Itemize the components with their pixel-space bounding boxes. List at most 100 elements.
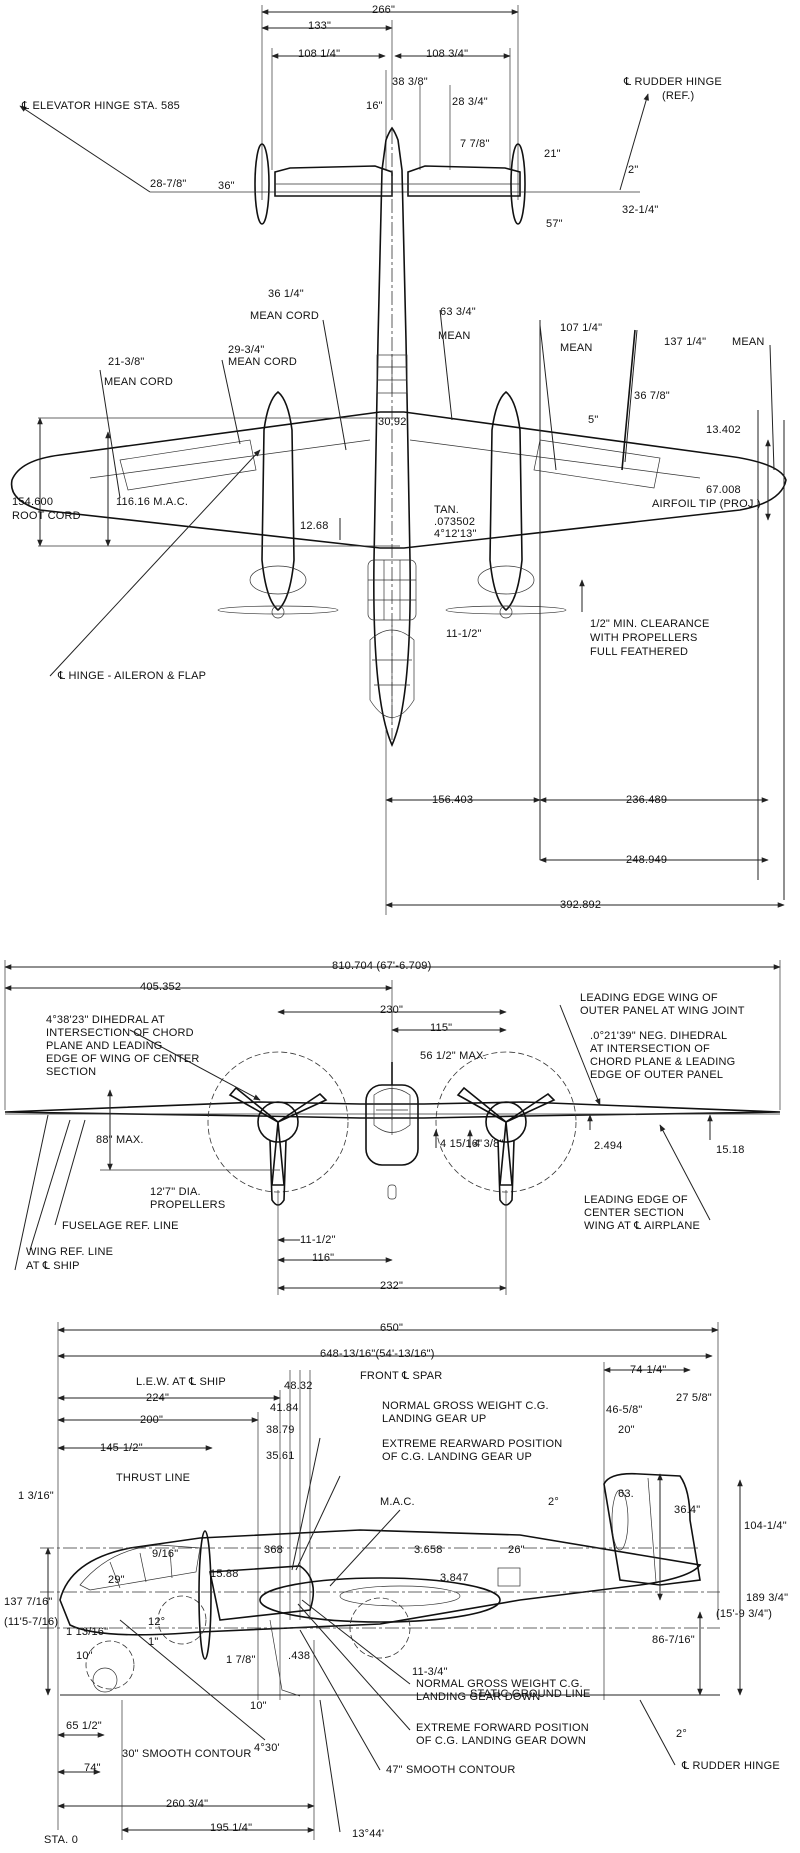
dim-74: 74" [84, 1762, 101, 1774]
note-dihedral-3: PLANE AND LEADING [46, 1040, 163, 1052]
dim-4-3-8: 4 3/8" [474, 1138, 504, 1150]
note-rearward-cg-1: EXTREME REARWARD POSITION [382, 1438, 563, 1450]
note-leading-edge-outer-1: LEADING EDGE WING OF [580, 992, 718, 1004]
dim-230: 230" [380, 1004, 404, 1016]
note-mean-137: MEAN [732, 336, 765, 348]
dim-10-gear: 10" [250, 1700, 267, 1712]
tan-value: .073502 [434, 516, 476, 528]
note-ngw-cg-down-1: NORMAL GROSS WEIGHT C.G. [416, 1678, 583, 1690]
note-ngw-cg-up-1: NORMAL GROSS WEIGHT C.G. [382, 1400, 549, 1412]
dim-16: 16" [366, 100, 383, 112]
dim-392-892: 392.892 [560, 899, 602, 911]
dim-15-9-3-4: (15'-9 3/4") [716, 1608, 773, 1620]
dim-88-max: 88" MAX. [96, 1134, 144, 1146]
dim-15-18: 15.18 [716, 1144, 745, 1156]
dim-63-3-4: 63 3/4" [440, 306, 476, 318]
note-front-spar: FRONT ℄ SPAR [360, 1370, 443, 1382]
note-root-cord: ROOT CORD [12, 510, 81, 522]
dim-13-402: 13.402 [706, 424, 741, 436]
dim-41-84: 41.84 [270, 1402, 299, 1414]
dim-74-1-4: 74-1/4" [630, 1364, 667, 1376]
dim-156-403: 156.403 [432, 794, 474, 806]
dim-236-489: 236.489 [626, 794, 668, 806]
note-prop-dia-1: 12'7" DIA. [150, 1186, 201, 1198]
note-neg-dihedral-1: .0°21'39" NEG. DIHEDRAL [590, 1030, 728, 1042]
note-rearward-cg-2: OF C.G. LANDING GEAR UP [382, 1451, 533, 1463]
dim-137-7-16: 137 7/16" [4, 1596, 53, 1608]
note-forward-cg-1: EXTREME FORWARD POSITION [416, 1722, 589, 1734]
dim-26: 26" [508, 1544, 525, 1556]
note-mean-cord-29: MEAN CORD [228, 356, 298, 368]
note-dihedral-5: SECTION [46, 1066, 97, 1078]
dim-1-3-16: 1 3/16" [18, 1490, 54, 1502]
dim-116: 116" [312, 1252, 335, 1264]
dim-648: 648-13/16"(54'-13/16") [320, 1348, 435, 1360]
note-airfoil-tip: AIRFOIL TIP (PROJ.) [652, 498, 761, 510]
dim-46-5-8: 46-5/8" [606, 1404, 643, 1416]
dim-28-3-4: 28 3/4" [452, 96, 488, 108]
dim-405-352: 405.352 [140, 981, 182, 993]
note-prop-dia-2: PROPELLERS [150, 1199, 226, 1211]
dim-133: 133" [308, 20, 332, 32]
note-wing-ref-line-1: WING REF. LINE [26, 1246, 114, 1258]
note-static-ground-line: STATIC GROUND LINE [470, 1688, 591, 1700]
note-ngw-cg-down-2: LANDING GEAR DOWN [416, 1691, 541, 1703]
dim-span-266: 266" [372, 4, 396, 16]
dim-86-7-16: 86-7/16" [652, 1634, 695, 1646]
note-clearance-2: WITH PROPELLERS [590, 632, 698, 644]
note-hinge-aileron-flap: ℄ HINGE - AILERON & FLAP [58, 670, 207, 682]
dim-1-13-16: 1 13/16" [66, 1626, 109, 1638]
dim-36-4: 36.4" [674, 1504, 701, 1516]
note-sta-0: STA. 0 [44, 1834, 79, 1846]
dim-1-inch: 1" [148, 1636, 159, 1648]
dim-1-7-8: 1 7/8" [226, 1654, 256, 1666]
dim-195-1-4: 195 1/4" [210, 1822, 253, 1834]
note-center-section-2: CENTER SECTION [584, 1207, 684, 1219]
note-47-smooth-contour: 47" SMOOTH CONTOUR [386, 1764, 516, 1776]
dim-38-3-8: 38 3/8" [392, 76, 428, 88]
dim-65-1-2: 65 1/2" [66, 1720, 102, 1732]
note-center-section-3: WING AT ℄ AIRPLANE [584, 1220, 701, 1232]
dim-9-16: 9/16" [152, 1548, 179, 1560]
note-neg-dihedral-4: EDGE OF OUTER PANEL [590, 1069, 724, 1081]
note-wing-ref-line-2: AT ℄ SHIP [26, 1260, 80, 1272]
dim-11-1-2: 11-1/2" [446, 628, 482, 640]
dim-224: 224" [146, 1392, 170, 1404]
dim-20: 20" [618, 1424, 635, 1436]
dim-12-68: 12.68 [300, 520, 329, 532]
note-center-section-1: LEADING EDGE OF [584, 1194, 688, 1206]
dim-57: 57" [546, 218, 563, 230]
dim-36-1-4: 36 1/4" [268, 288, 304, 300]
note-mean-63: MEAN [438, 330, 471, 342]
dim-200: 200" [140, 1414, 164, 1426]
dim-67-008: 67.008 [706, 484, 741, 496]
note-dihedral-4: EDGE OF WING OF CENTER [46, 1053, 200, 1065]
note-clearance-1: 1/2" MIN. CLEARANCE [590, 618, 710, 630]
dim-189-3-4: 189 3/4" [746, 1592, 789, 1604]
dim-154-600: 154.600 [12, 496, 54, 508]
note-thrust-line: THRUST LINE [116, 1472, 191, 1484]
dim-21: 21" [544, 148, 561, 160]
dim-4-15-16: 4 15/16" [440, 1138, 483, 1150]
note-lew-ship: L.E.W. AT ℄ SHIP [136, 1376, 226, 1388]
note-mac: M.A.C. [380, 1496, 415, 1508]
front-view [4, 960, 781, 1295]
dim-650: 650" [380, 1322, 404, 1334]
dim-438: .438 [288, 1650, 311, 1662]
tan-label: TAN. [434, 504, 460, 516]
note-ngw-cg-up-2: LANDING GEAR UP [382, 1413, 487, 1425]
dim-116-16-mac: 116.16 M.A.C. [116, 496, 189, 508]
dim-27-5-8: 27 5/8" [676, 1392, 712, 1404]
dim-13-44: 13°44' [352, 1828, 385, 1840]
note-neg-dihedral-2: AT INTERSECTION OF [590, 1043, 710, 1055]
note-30-smooth-contour: 30" SMOOTH CONTOUR [122, 1748, 252, 1760]
dim-145-1-2: 145-1/2" [100, 1442, 143, 1454]
dim-21-3-8: 21-3/8" [108, 356, 145, 368]
dim-4-30: 4°30' [254, 1742, 280, 1754]
note-fuselage-ref-line: FUSELAGE REF. LINE [62, 1220, 179, 1232]
dim-35-61: 35.61 [266, 1450, 295, 1462]
top-view [10, 5, 787, 915]
dim-104-1-4: 104-1/4" [744, 1520, 787, 1532]
dim-29-3-4: 29-3/4" [228, 344, 265, 356]
